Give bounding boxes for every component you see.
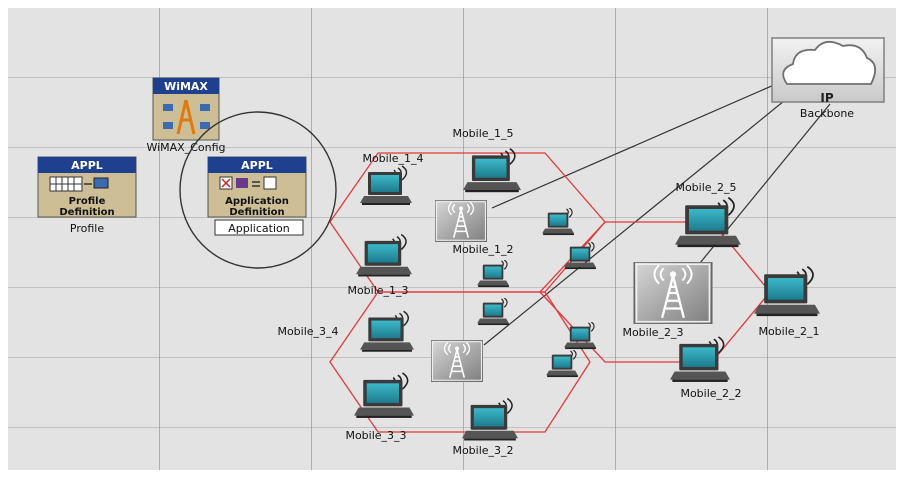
mobile-label: Mobile_1_5 bbox=[452, 127, 513, 140]
laptop-icon bbox=[354, 371, 414, 419]
mobile-node-1-5[interactable]: Mobile_1_5 bbox=[452, 127, 521, 194]
base-station-1[interactable] bbox=[435, 200, 487, 242]
mobile-label: Mobile_2_1 bbox=[758, 325, 819, 338]
laptop-icon bbox=[462, 398, 518, 442]
mobile-label: Mobile_1_3 bbox=[347, 284, 408, 297]
cloud-title: IP bbox=[820, 91, 833, 105]
small-laptop-icon bbox=[541, 208, 575, 236]
mobile-node-1-3[interactable]: Mobile_1_3 bbox=[347, 233, 412, 297]
mobile-label: Mobile_2_3 bbox=[622, 326, 683, 339]
profile-badge-title: APPL bbox=[71, 159, 103, 172]
profile-label: Profile bbox=[70, 222, 104, 235]
wimax-badge-title: WiMAX bbox=[164, 80, 208, 93]
profile-config-node[interactable]: APPL Profile Definition Profile bbox=[37, 156, 137, 235]
mobile-node-2-2[interactable]: Mobile_2_2 bbox=[670, 336, 742, 400]
mobile-node-2-3[interactable]: Mobile_2_3 bbox=[622, 326, 683, 339]
laptop-icon bbox=[670, 336, 730, 383]
selection-circle bbox=[179, 111, 337, 269]
mobile-label: Mobile_1_2 bbox=[452, 243, 513, 256]
laptop-icon bbox=[356, 233, 412, 278]
mobile-label: Mobile_3_4 bbox=[277, 325, 338, 338]
small-laptop-icon bbox=[563, 322, 597, 350]
laptop-icon bbox=[360, 310, 414, 353]
laptop-icon bbox=[754, 265, 820, 318]
profile-line2: Definition bbox=[59, 207, 114, 218]
mobile-node-3-3[interactable]: Mobile_3_3 bbox=[345, 371, 414, 442]
mobile-node-2-5[interactable]: Mobile_2_5 bbox=[675, 181, 741, 249]
mobile-node-1-2[interactable]: Mobile_1_2 bbox=[452, 243, 513, 256]
small-laptop-icon bbox=[476, 260, 510, 288]
mobile-node-2-1[interactable]: Mobile_2_1 bbox=[754, 265, 820, 338]
mobile-label: Mobile_1_4 bbox=[362, 152, 423, 165]
profile-definition-icon bbox=[49, 176, 109, 192]
laptop-icon bbox=[360, 165, 412, 206]
application-badge-title: APPL bbox=[241, 159, 273, 172]
mobile-node-3-4[interactable]: Mobile_3_4 bbox=[277, 310, 414, 353]
profile-line1: Profile bbox=[69, 196, 106, 207]
wimax-config-node[interactable]: WiMAX WiMAX_Config bbox=[146, 77, 226, 154]
application-line2: Definition bbox=[229, 207, 284, 218]
mobile-label: Mobile_2_2 bbox=[680, 387, 741, 400]
mobile-label: Mobile_3_2 bbox=[452, 444, 513, 457]
cloud-icon bbox=[782, 40, 877, 85]
application-definition-icon bbox=[219, 176, 277, 190]
mobile-label: Mobile_2_5 bbox=[675, 181, 736, 194]
small-laptop-icon bbox=[476, 298, 510, 326]
mobile-label: Mobile_3_3 bbox=[345, 429, 406, 442]
base-station-3[interactable] bbox=[431, 340, 483, 382]
application-label: Application bbox=[228, 222, 289, 235]
mobile-node-1-4[interactable]: Mobile_1_4 bbox=[360, 152, 424, 206]
small-laptop-icon bbox=[545, 350, 579, 378]
laptop-icon bbox=[463, 147, 521, 194]
wimax-config-label: WiMAX_Config bbox=[146, 141, 225, 154]
application-line1: Application bbox=[225, 196, 289, 207]
base-station-2[interactable] bbox=[632, 262, 714, 324]
mobile-node-3-2[interactable]: Mobile_3_2 bbox=[452, 398, 518, 457]
wimax-tower-icon bbox=[163, 99, 210, 135]
ip-backbone-node[interactable]: IP Backbone bbox=[771, 37, 885, 120]
application-config-node[interactable]: APPL Application Definition Application bbox=[179, 111, 337, 269]
cloud-label: Backbone bbox=[800, 107, 854, 120]
application-tooltip-box bbox=[214, 219, 304, 236]
small-laptop-icon bbox=[563, 242, 597, 270]
